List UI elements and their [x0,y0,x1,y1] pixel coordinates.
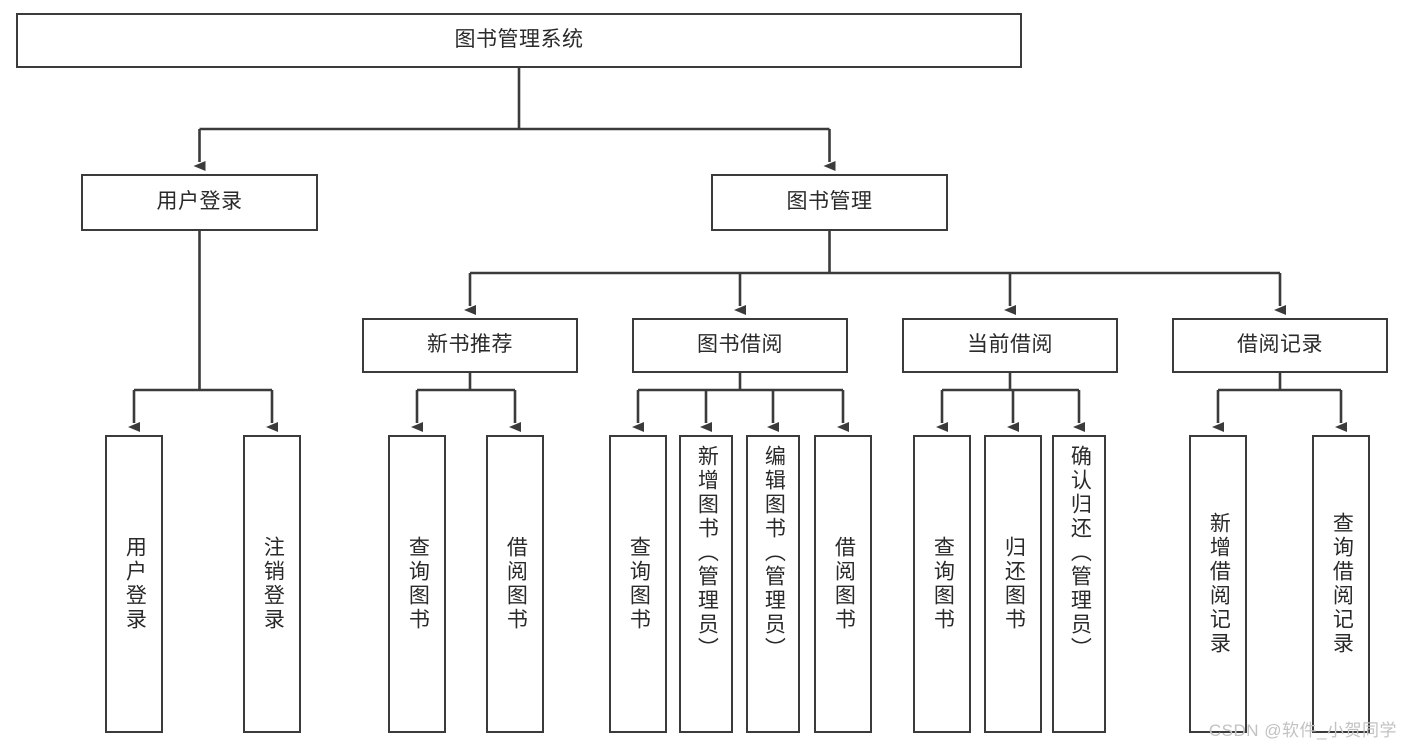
leaf-query-book-3[interactable]: 查询图书 [913,435,971,733]
node-new-book-recommend[interactable]: 新书推荐 [362,318,578,373]
leaf-borrow-book-2[interactable]: 借阅图书 [814,435,872,733]
leaf-edit-book-label: 编辑图书（管理员） [762,445,786,661]
leaf-user-login[interactable]: 用户登录 [105,435,163,733]
leaf-query-book-3-label: 查询图书 [931,536,955,632]
leaf-query-book-2-label: 查询图书 [627,536,651,632]
node-book-borrow-label: 图书借阅 [697,333,783,357]
leaf-edit-book[interactable]: 编辑图书（管理员） [746,435,800,733]
node-new-book-recommend-label: 新书推荐 [427,333,513,357]
connector-lines [128,68,1347,432]
leaf-return-book[interactable]: 归还图书 [984,435,1042,733]
leaf-add-borrow-record-label: 新增借阅记录 [1207,512,1231,656]
node-root[interactable]: 图书管理系统 [16,13,1022,68]
leaf-query-borrow-record[interactable]: 查询借阅记录 [1312,435,1370,733]
leaf-borrow-book-1[interactable]: 借阅图书 [486,435,544,733]
leaf-confirm-return[interactable]: 确认归还（管理员） [1052,435,1106,733]
node-borrow-record-label: 借阅记录 [1237,333,1323,357]
leaf-add-book[interactable]: 新增图书（管理员） [679,435,733,733]
leaf-query-book-1[interactable]: 查询图书 [388,435,446,733]
leaf-user-login-label: 用户登录 [123,536,147,632]
leaf-add-borrow-record[interactable]: 新增借阅记录 [1189,435,1247,733]
node-user-login-label: 用户登录 [156,190,243,214]
leaf-confirm-return-label: 确认归还（管理员） [1068,445,1092,661]
leaf-query-book-1-label: 查询图书 [406,536,430,632]
node-root-label: 图书管理系统 [454,28,584,52]
node-book-management-label: 图书管理 [786,190,873,214]
node-book-management[interactable]: 图书管理 [711,174,948,231]
leaf-return-book-label: 归还图书 [1002,536,1026,632]
leaf-query-borrow-record-label: 查询借阅记录 [1330,512,1354,656]
leaf-query-book-2[interactable]: 查询图书 [609,435,667,733]
leaf-borrow-book-1-label: 借阅图书 [504,536,528,632]
leaf-logout[interactable]: 注销登录 [243,435,301,733]
leaf-logout-label: 注销登录 [261,536,285,632]
leaf-add-book-label: 新增图书（管理员） [695,445,719,661]
node-current-borrow[interactable]: 当前借阅 [902,318,1118,373]
node-book-borrow[interactable]: 图书借阅 [632,318,848,373]
leaf-borrow-book-2-label: 借阅图书 [832,536,856,632]
node-current-borrow-label: 当前借阅 [967,333,1053,357]
node-user-login[interactable]: 用户登录 [81,174,318,231]
node-borrow-record[interactable]: 借阅记录 [1172,318,1388,373]
